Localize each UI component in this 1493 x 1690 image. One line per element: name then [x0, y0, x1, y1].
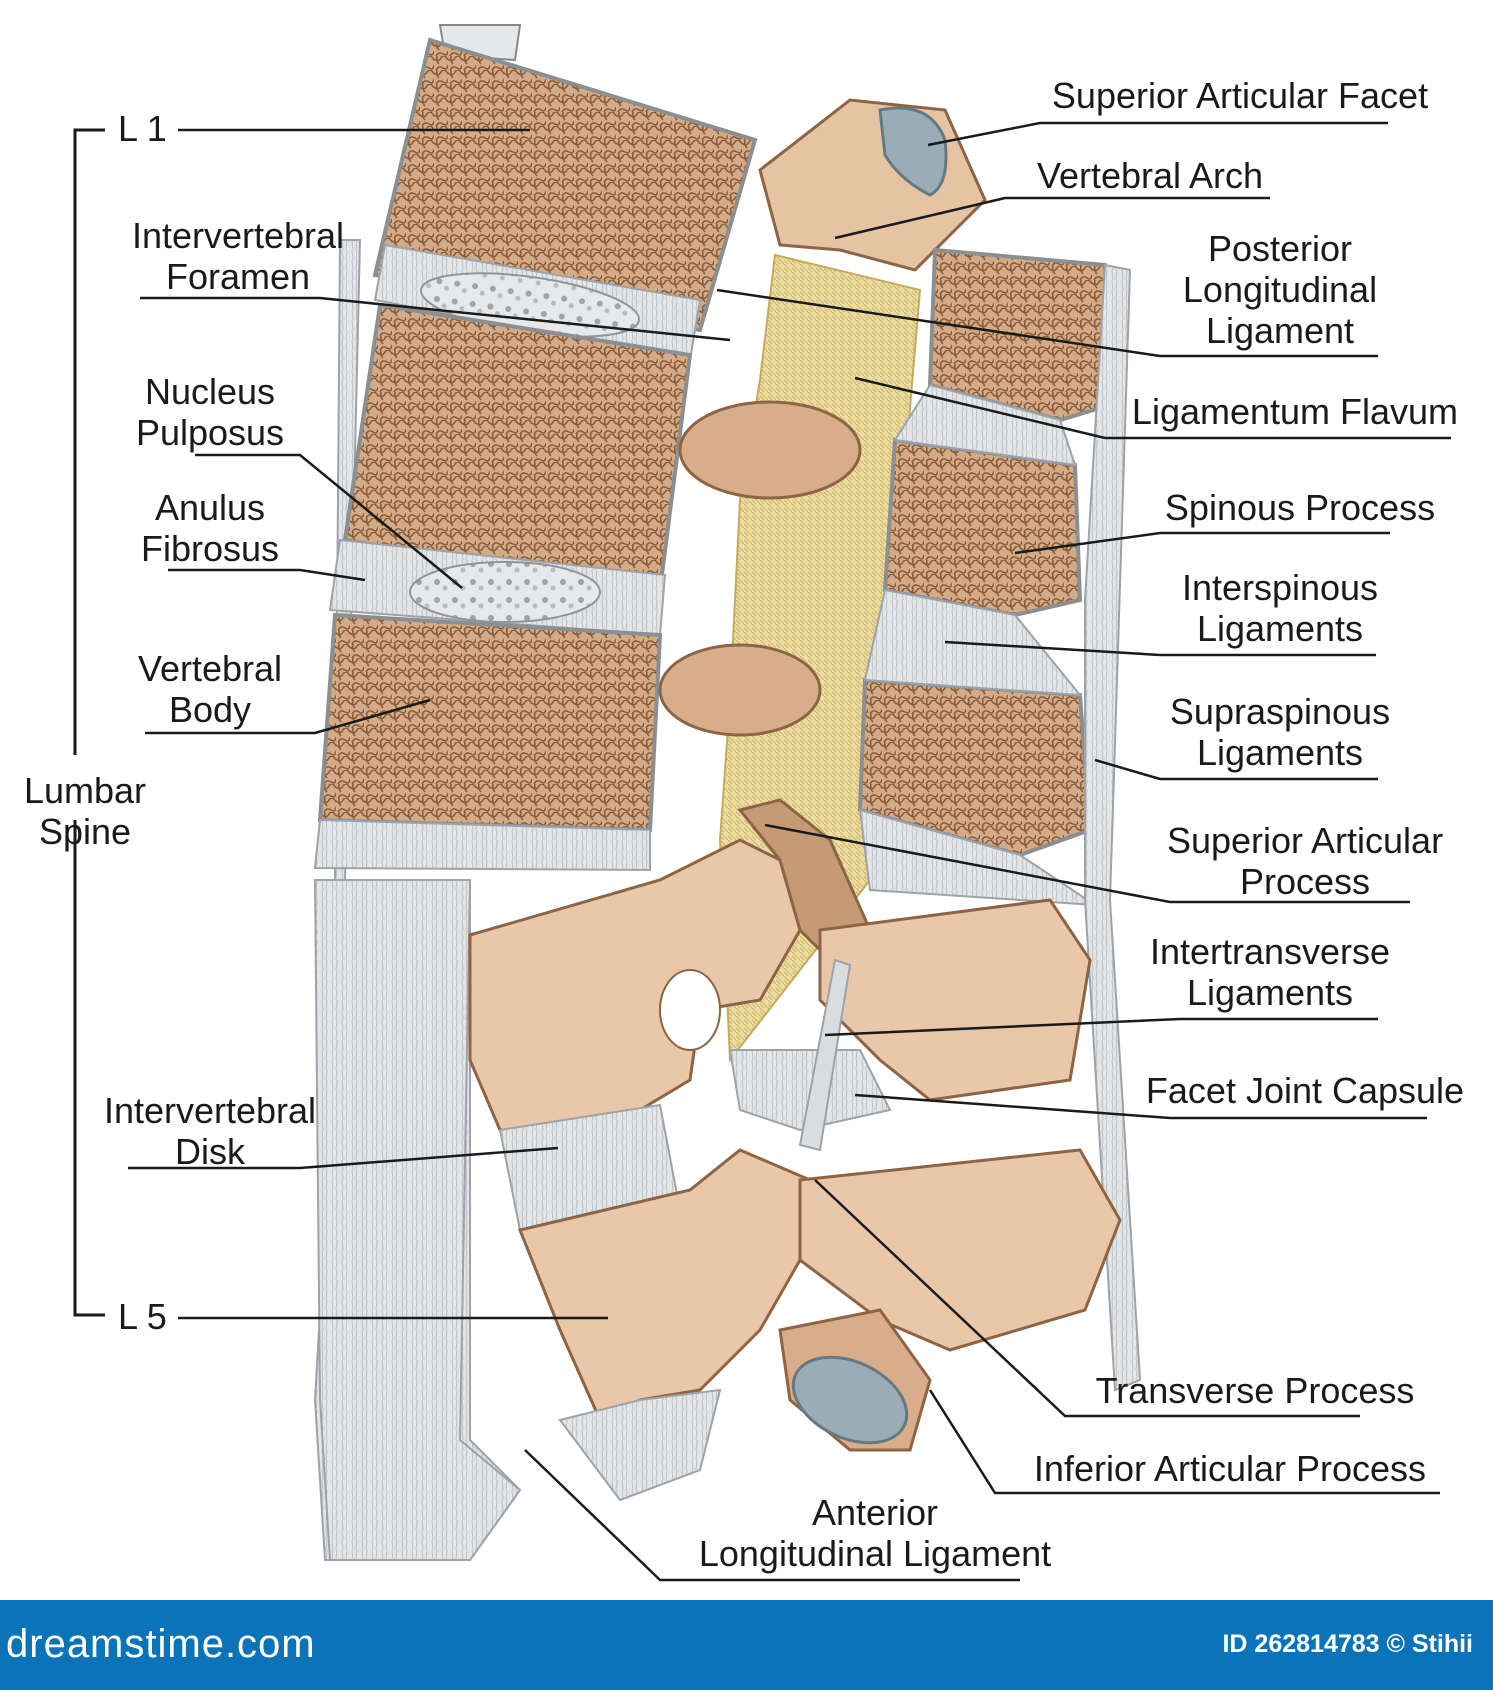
leader-lines-right	[716, 121, 1451, 1495]
vertebral-body-l3	[317, 612, 663, 833]
footer-image-id: ID 262814783 © Stihii	[1222, 1630, 1473, 1658]
pedicle-2	[658, 643, 822, 737]
pedicle-1	[678, 400, 862, 500]
superior-articular-facet	[878, 106, 948, 197]
transverse-process-l5	[798, 1148, 1122, 1352]
vertebral-body-l5	[517, 1148, 812, 1423]
label-ligamentum-flavum: Ligamentum Flavum	[1131, 391, 1459, 432]
label-inferior-articular-process: Inferior Articular Process	[1033, 1448, 1427, 1489]
vertebral-arch	[758, 98, 987, 272]
label-superior-articular-facet: Superior Articular Facet	[1051, 75, 1429, 116]
foramen-hole	[659, 969, 721, 1051]
footer-bar: dreamstime.com ID 262814783 © Stihii	[0, 1600, 1493, 1690]
vertebral-body-l1	[372, 37, 758, 333]
spine-illustration	[73, 24, 1451, 1582]
lumbar-spine-bracket	[73, 128, 105, 1317]
intertransverse-ligament	[798, 958, 852, 1152]
label-l5: L 5	[118, 1296, 167, 1337]
interspinous-ligament-1	[893, 383, 1077, 467]
footer-brand[interactable]: dreamstime.com	[6, 1622, 316, 1666]
intervertebral-disc-3	[313, 818, 651, 872]
spinous-process-2	[882, 437, 1083, 618]
inferior-articular-facet	[791, 1355, 909, 1445]
label-l1: L 1	[118, 108, 167, 149]
label-transverse-process: Transverse Process	[1095, 1370, 1415, 1411]
label-facet-joint-capsule: Facet Joint Capsule	[1145, 1070, 1465, 1111]
label-spinous-process: Spinous Process	[1164, 487, 1436, 528]
leader-lines-left	[128, 128, 1020, 1582]
label-vertebral-arch: Vertebral Arch	[1036, 155, 1264, 196]
nucleus-pulposus-2	[409, 561, 601, 623]
lower-ligament-base	[558, 1388, 722, 1502]
